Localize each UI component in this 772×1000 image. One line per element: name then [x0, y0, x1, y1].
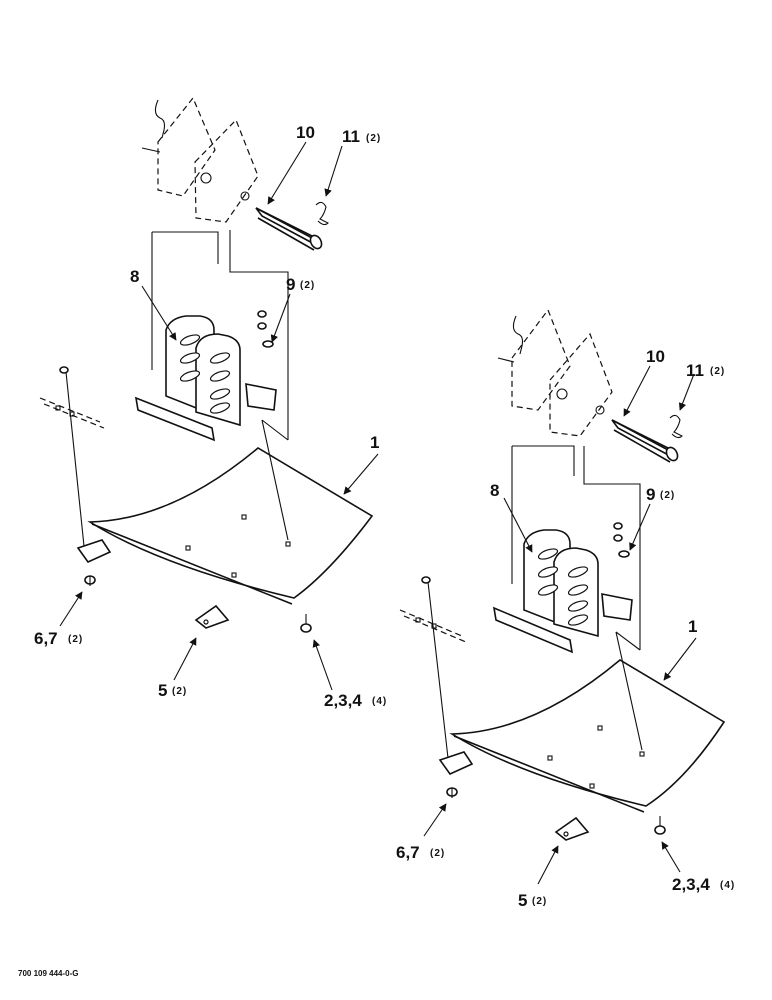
shoe-part-1: [449, 631, 726, 813]
bolt-part-2-3-4: [300, 614, 312, 633]
hitch-plates-phantom: [497, 308, 613, 437]
clip-part-6-7: [438, 751, 474, 798]
shoe-part-1: [87, 419, 374, 605]
hair-pin-clip-part-11: [315, 201, 329, 226]
callout-11-label: 11: [686, 361, 704, 380]
callout-6-7-label: 6,7: [34, 629, 58, 648]
callout-10-label: 10: [296, 123, 315, 142]
nut-part-9: [613, 522, 630, 558]
callout-5-qty: (2): [172, 686, 187, 697]
hardware-phantom-left: [399, 576, 467, 759]
hair-pin-clip-part-11: [669, 414, 683, 439]
hitch-plates-phantom: [141, 96, 259, 223]
callout-2-3-4-label: 2,3,4: [324, 691, 362, 710]
callout-6-7-label: 6,7: [396, 843, 420, 862]
reference-lines: [511, 445, 641, 651]
bracket-part-8: [134, 315, 277, 442]
callout-5-label: 5: [518, 891, 527, 910]
callout-11-qty: (2): [366, 133, 381, 144]
callout-1-label: 1: [688, 617, 697, 636]
pin-part-10: [611, 419, 679, 463]
callout-1-label: 1: [370, 433, 379, 452]
callout-2-3-4-label: 2,3,4: [672, 875, 710, 894]
callout-11-label: 11: [342, 127, 360, 146]
assembly-a: 10 11 (2) 8 9 (2) 1 6,7 (2) 5 (2) 2,3,4 …: [34, 96, 387, 710]
hardware-phantom-left: [39, 366, 105, 547]
callout-9-label: 9: [646, 485, 655, 504]
callout-2-3-4-qty: (4): [720, 880, 735, 891]
assembly-b: 10 11 (2) 8 9 (2) 1 6,7 (2) 5 (2) 2,3,4 …: [396, 308, 735, 910]
callout-6-7-qty: (2): [68, 634, 83, 645]
callout-8-label: 8: [490, 481, 499, 500]
clip-part-6-7: [76, 539, 112, 586]
drawing-code: 700 109 444-0-G: [18, 969, 79, 978]
callout-5-label: 5: [158, 681, 167, 700]
nut-part-9: [257, 310, 274, 348]
callout-6-7-qty: (2): [430, 848, 445, 859]
callout-11-qty: (2): [710, 366, 725, 377]
callout-5-qty: (2): [532, 896, 547, 907]
callout-8-label: 8: [130, 267, 139, 286]
clip-part-5: [554, 816, 590, 841]
callout-9-label: 9: [286, 275, 295, 294]
callout-9-qty: (2): [300, 280, 315, 291]
bracket-part-8: [492, 529, 633, 654]
callout-10-label: 10: [646, 347, 665, 366]
clip-part-5: [194, 604, 230, 629]
callout-9-qty: (2): [660, 490, 675, 501]
bolt-part-2-3-4: [654, 816, 666, 835]
pin-part-10: [255, 207, 323, 251]
callout-2-3-4-qty: (4): [372, 696, 387, 707]
